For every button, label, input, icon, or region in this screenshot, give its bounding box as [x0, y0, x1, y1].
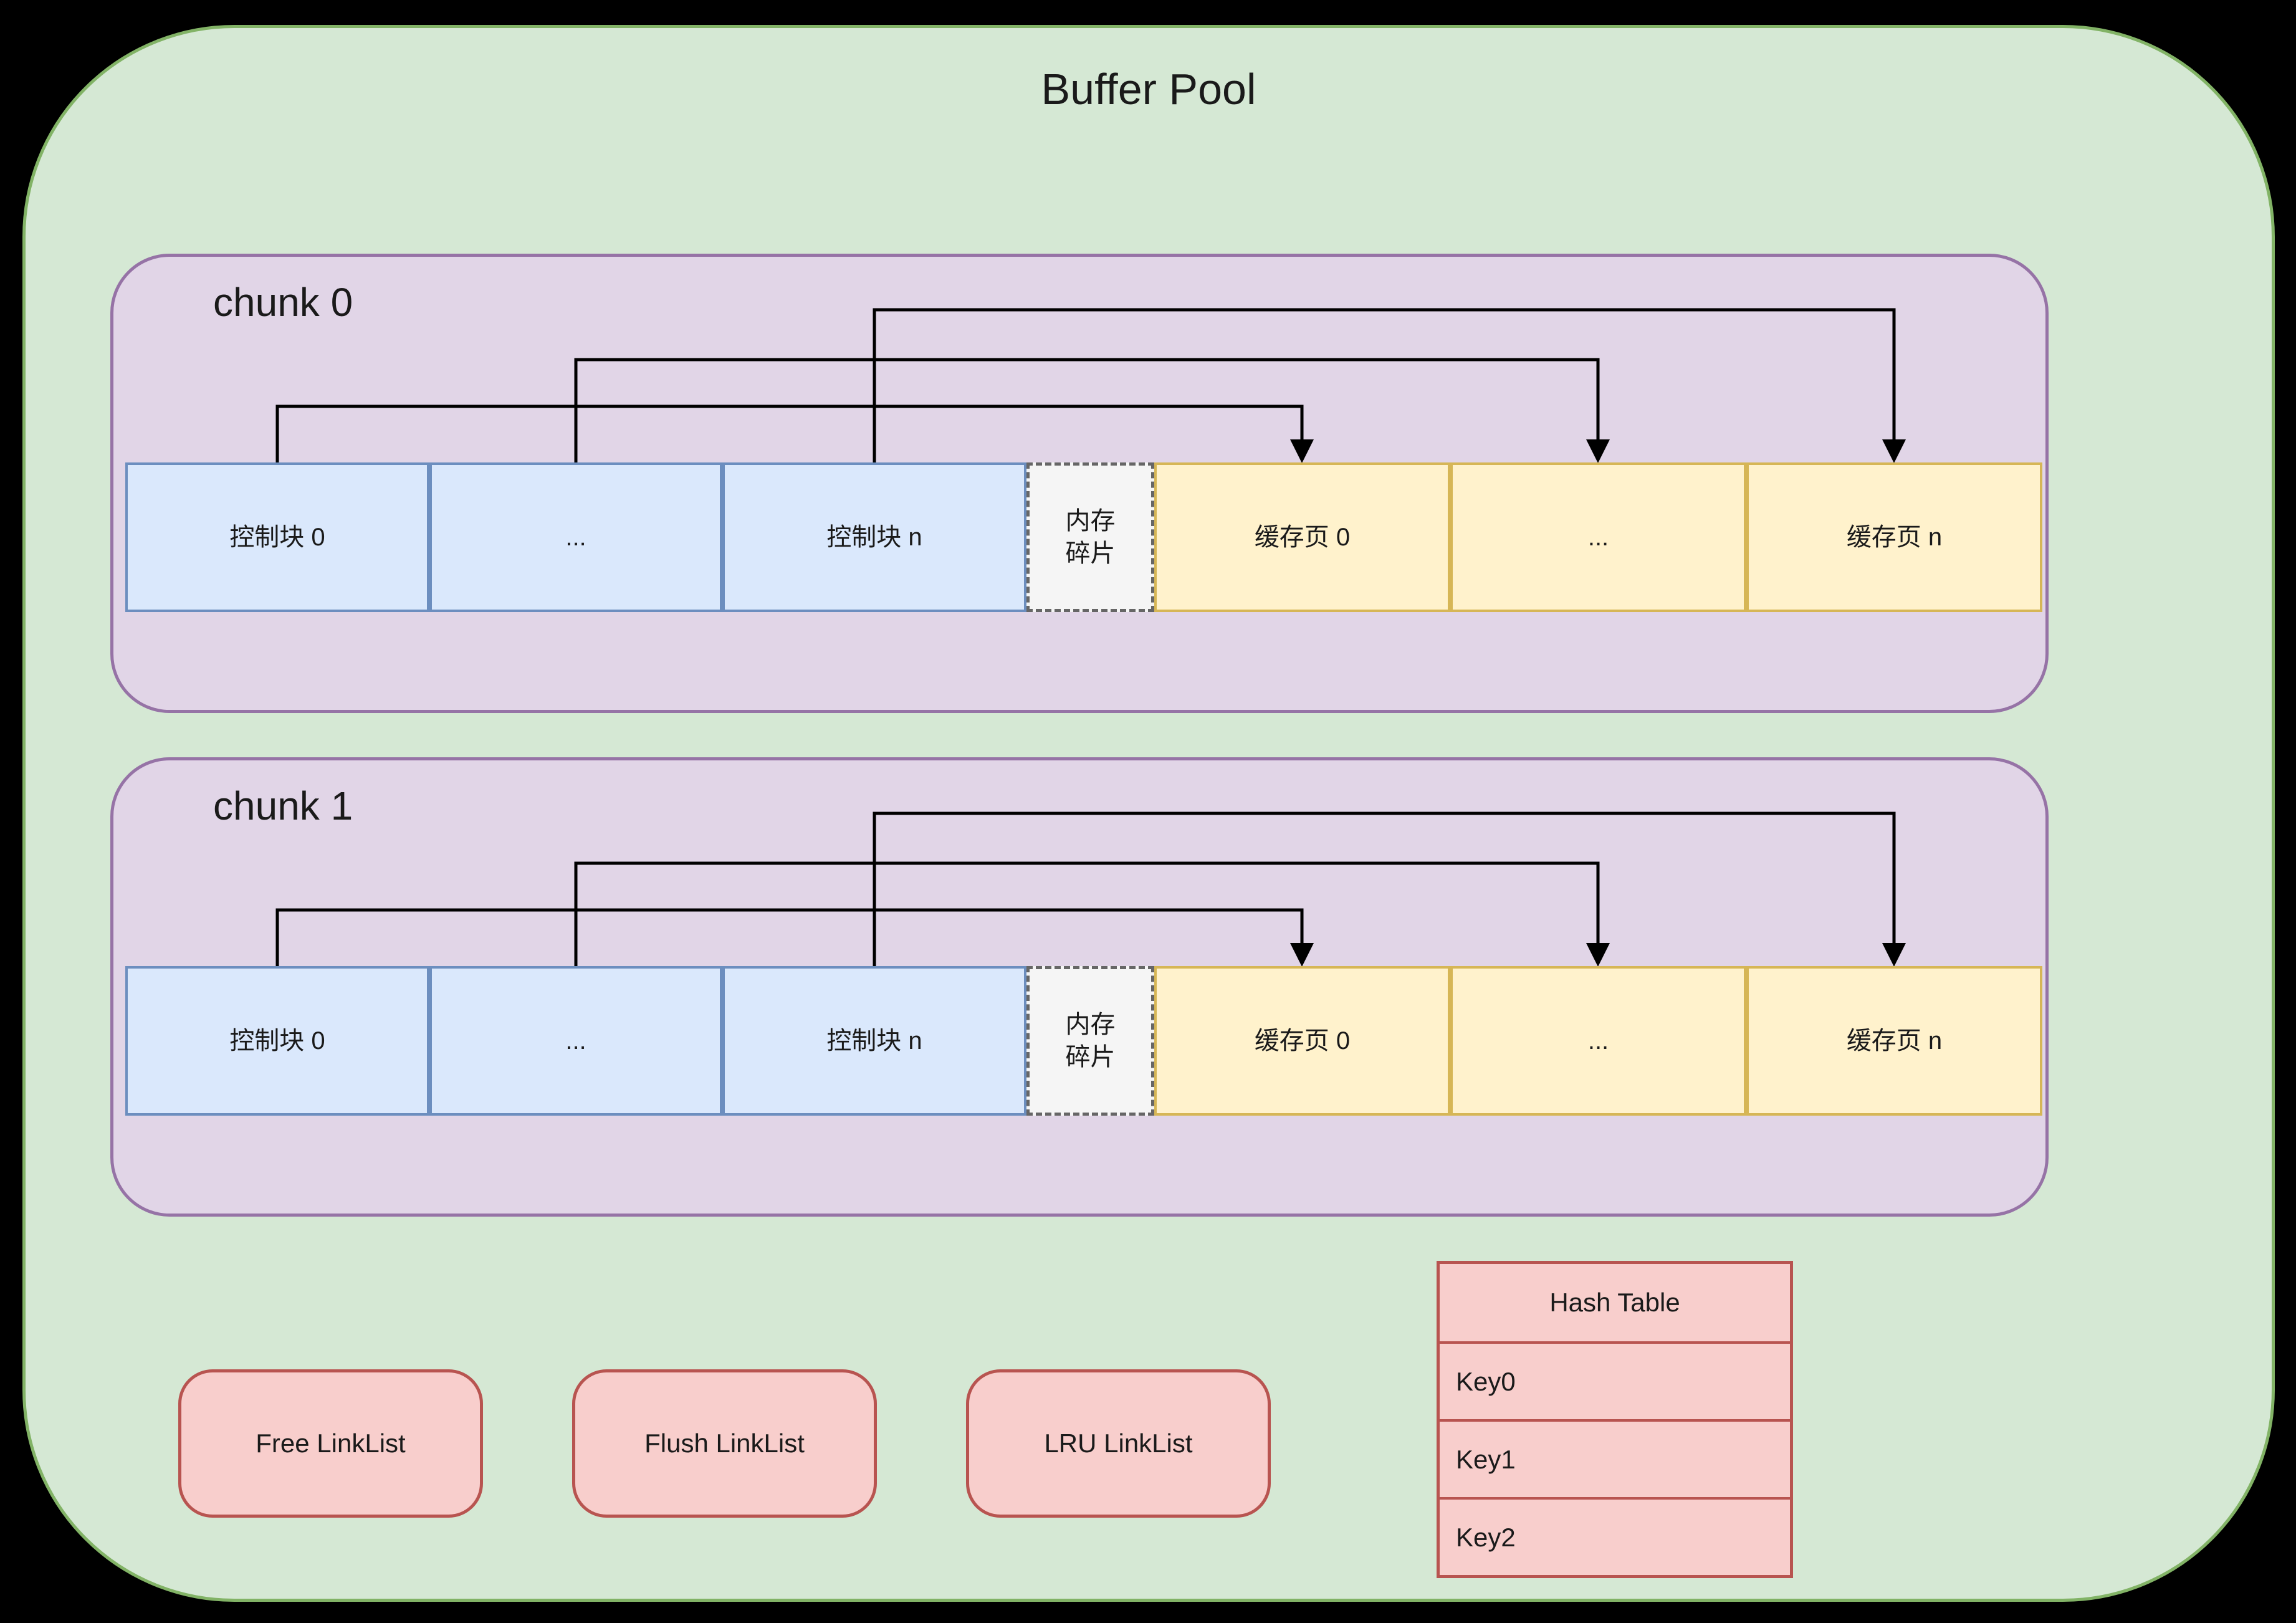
cache-page-0: 缓存页 0: [1154, 966, 1450, 1116]
cache-page-ellipsis: ...: [1450, 966, 1746, 1116]
hash-table-row-key2: Key2: [1440, 1497, 1790, 1575]
hash-table-row-key1: Key1: [1440, 1419, 1790, 1497]
memory-fragment-line2: 碎片: [1065, 540, 1116, 567]
chunk-0-label: chunk 0: [213, 280, 353, 325]
connector-arrowheads: [1290, 943, 1906, 967]
arrow-control0-to-page0: [275, 908, 1304, 966]
cache-page-0: 缓存页 0: [1154, 462, 1450, 612]
buffer-pool-title: Buffer Pool: [1041, 65, 1256, 113]
memory-fragment-line1: 内存: [1065, 507, 1116, 535]
control-block-0: 控制块 0: [125, 462, 429, 612]
connector-arrowheads: [1290, 439, 1906, 463]
arrow-controln-to-pagen: [873, 812, 1896, 966]
cache-page-n: 缓存页 n: [1746, 966, 2042, 1116]
free-linklist-box: Free LinkList: [178, 1369, 483, 1518]
chunk-1-memory-row: 控制块 0 ... 控制块 n 内存 碎片 缓存页 0 ... 缓存页 n: [125, 966, 2042, 1116]
cache-page-ellipsis: ...: [1450, 462, 1746, 612]
chunk-0-memory-row: 控制块 0 ... 控制块 n 内存 碎片 缓存页 0 ... 缓存页 n: [125, 462, 2042, 612]
arrowhead-pagen: [1882, 943, 1906, 967]
cache-page-n: 缓存页 n: [1746, 462, 2042, 612]
arrowhead-page0: [1290, 943, 1314, 967]
control-block-ellipsis: ...: [429, 462, 722, 612]
arrowhead-pagen: [1882, 439, 1906, 463]
chunk-0: chunk 0 控制块 0 ... 控制块 n 内存: [110, 254, 2049, 713]
memory-fragment-line1: 内存: [1065, 1011, 1116, 1038]
arrow-controlmid-to-pagemid: [574, 358, 1600, 462]
control-block-0: 控制块 0: [125, 966, 429, 1116]
hash-table-row-key0: Key0: [1440, 1341, 1790, 1419]
arrow-control0-to-page0: [275, 405, 1304, 462]
control-block-n: 控制块 n: [722, 966, 1026, 1116]
control-block-n: 控制块 n: [722, 462, 1026, 612]
arrowhead-pagemid: [1586, 439, 1610, 463]
memory-fragment-box: 内存 碎片: [1026, 966, 1154, 1116]
connector-lines: [275, 308, 1896, 462]
hash-table: Hash Table Key0 Key1 Key2: [1437, 1261, 1793, 1578]
arrowhead-pagemid: [1586, 943, 1610, 967]
memory-fragment-box: 内存 碎片: [1026, 462, 1154, 612]
arrowhead-page0: [1290, 439, 1314, 463]
connector-lines: [275, 812, 1896, 966]
arrow-controln-to-pagen: [873, 308, 1896, 462]
chunk-1: chunk 1 控制块 0 ... 控制块 n 内存: [110, 757, 2049, 1217]
hash-table-header: Hash Table: [1549, 1288, 1680, 1317]
buffer-pool-container: Buffer Pool chunk 0 控制块 0 ... 控制块: [22, 25, 2275, 1602]
lru-linklist-box: LRU LinkList: [966, 1369, 1271, 1518]
control-block-ellipsis: ...: [429, 966, 722, 1116]
flush-linklist-box: Flush LinkList: [572, 1369, 877, 1518]
arrow-controlmid-to-pagemid: [574, 861, 1600, 966]
memory-fragment-line2: 碎片: [1065, 1043, 1116, 1071]
chunk-1-label: chunk 1: [213, 783, 353, 828]
